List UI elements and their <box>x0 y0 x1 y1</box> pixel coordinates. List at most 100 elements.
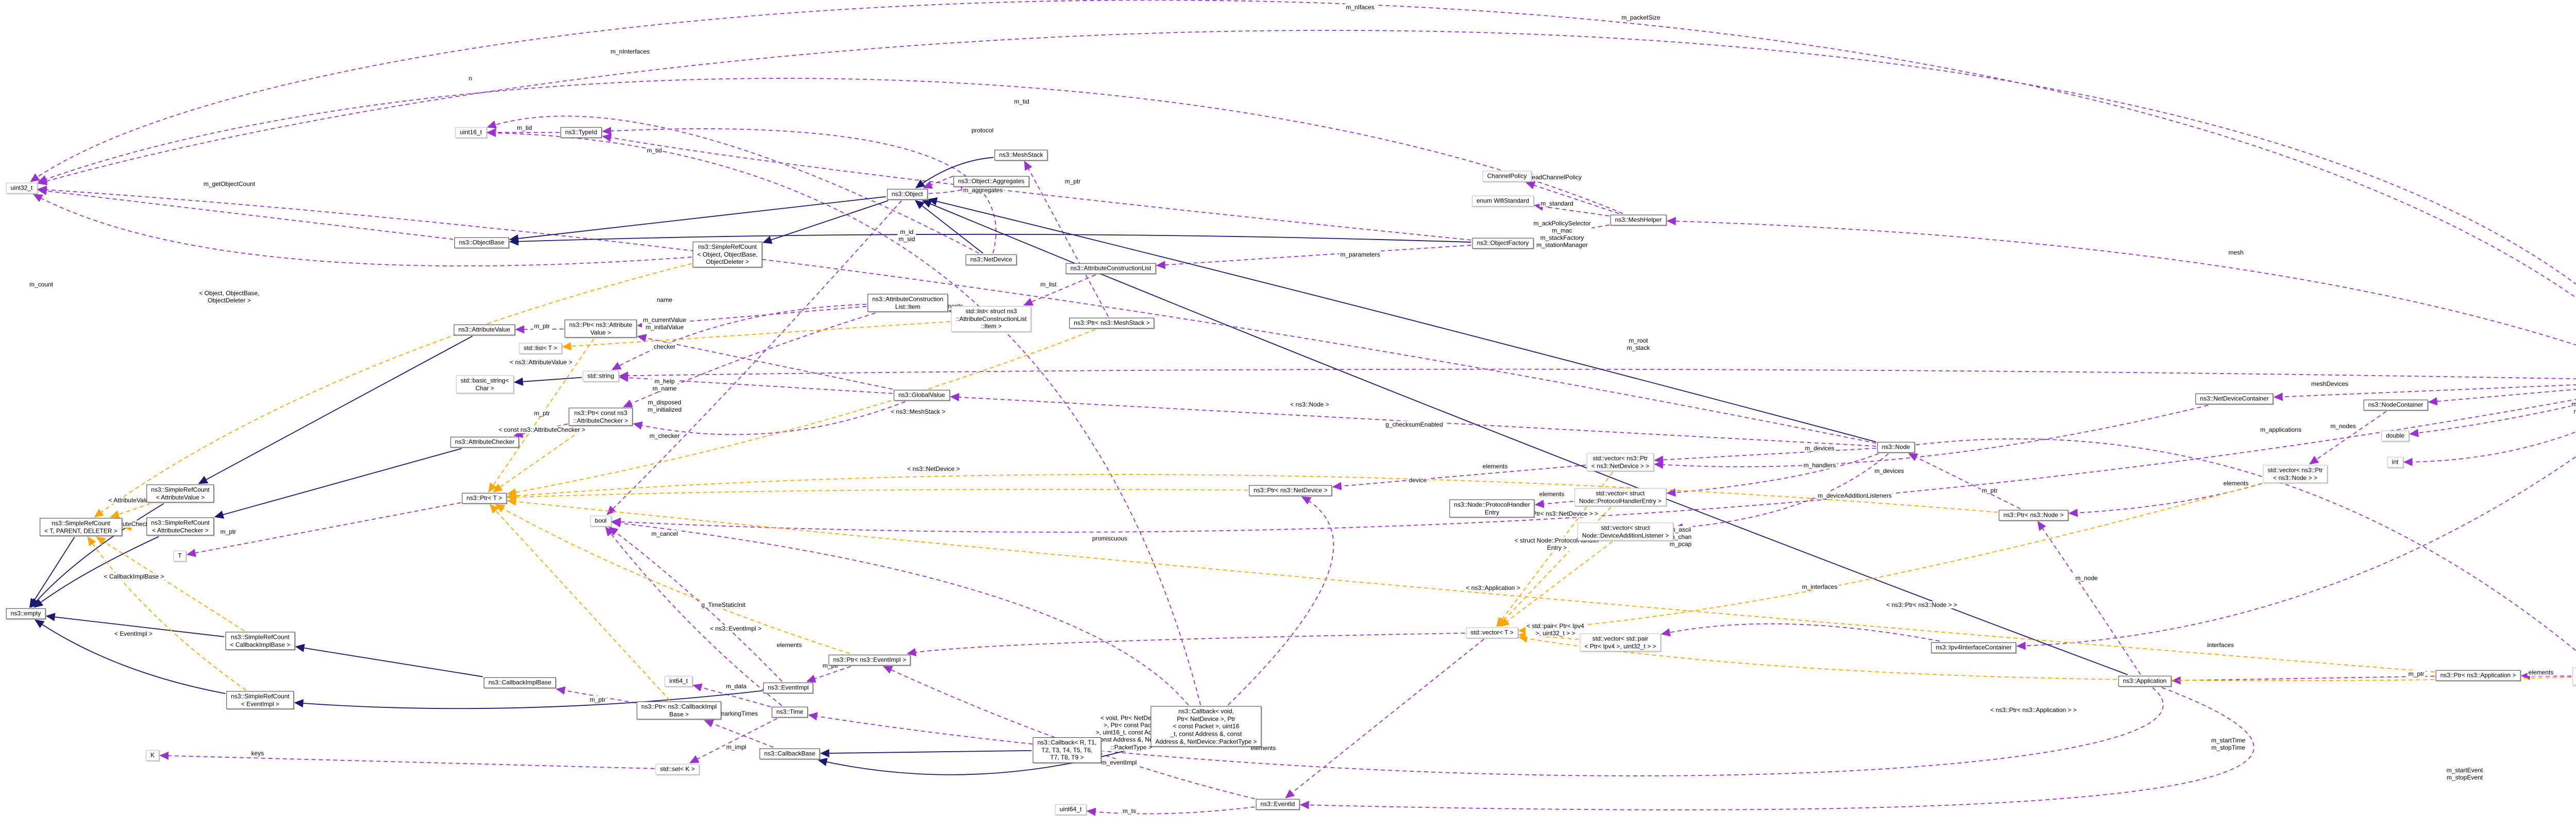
class-node-callback-impl-base[interactable]: ns3::CallbackImplBase <box>483 677 556 688</box>
class-node-simplerefcount-callbackimplbase[interactable]: ns3::SimpleRefCount < CallbackImplBase > <box>225 632 295 650</box>
class-node-net-device[interactable]: ns3::NetDevice <box>965 254 1017 265</box>
class-node-callback-base[interactable]: ns3::CallbackBase <box>759 748 820 759</box>
class-node-list-t[interactable]: std::list< T > <box>519 343 562 354</box>
edge-label-simplerefcount-attribute-value-simplerefcount-generic: < AttributeValue > <box>107 496 159 504</box>
class-node-uint16-t[interactable]: uint16_t <box>455 127 487 138</box>
class-node-object-aggregates[interactable]: ns3::Object::Aggregates <box>953 176 1029 187</box>
class-node-wifi-standard[interactable]: enum WifiStandard <box>1471 195 1534 207</box>
edge-ptr-node-ptr-t <box>506 474 1998 513</box>
edge-net-device-container-vector-ptr-net-device <box>1654 404 2209 469</box>
class-node-ptr-net-device[interactable]: ns3::Ptr< ns3::NetDevice > <box>1249 485 1332 496</box>
class-node-object-factory[interactable]: ns3::ObjectFactory <box>1472 238 1534 249</box>
class-node-simplerefcount-attribute-checker[interactable]: ns3::SimpleRefCount < AttributeChecker > <box>146 517 214 536</box>
class-node-vector-ptr-net-device[interactable]: std::vector< ns3::Ptr < ns3::NetDevice >… <box>1586 453 1654 471</box>
class-node-acl-item[interactable]: ns3::AttributeConstruction List::Item <box>867 294 948 312</box>
class-node-object[interactable]: ns3::Object <box>887 189 928 200</box>
class-node-protocol-handler-entry[interactable]: ns3::Node::ProtocolHandler Entry <box>1449 499 1535 518</box>
edge-node-container-vector-ptr-node <box>2309 411 2387 465</box>
class-node-vector-device-addition-listener[interactable]: std::vector< struct Node::DeviceAddition… <box>1577 522 1674 541</box>
class-node-simplerefcount-eventimpl[interactable]: ns3::SimpleRefCount < EventImpl > <box>226 691 294 709</box>
class-node-object-base[interactable]: ns3::ObjectBase <box>454 237 510 248</box>
class-node-list-acl-item[interactable]: std::list< struct ns3 ::AttributeConstru… <box>951 306 1031 332</box>
class-node-mesh-stack[interactable]: ns3::MeshStack <box>994 149 1048 161</box>
edge-label-vector-ptr-node-vector-t: < ns3::Ptr< ns3::Node > > <box>1885 601 1958 609</box>
class-node-time[interactable]: ns3::Time <box>771 706 808 718</box>
edge-label-ptr-net-device-ptr-t: < ns3::NetDevice > <box>906 465 961 473</box>
edge-label-global-value-ptr-attribute-value: m_currentValue m_initialValue <box>642 316 687 331</box>
class-node-net-device-container[interactable]: ns3::NetDeviceContainer <box>2195 393 2274 404</box>
class-node-uint64-t[interactable]: uint64_t <box>1055 804 1087 815</box>
edge-simplerefcount-generic-empty <box>29 537 75 608</box>
class-node-vector-pair-ipv4[interactable]: std::vector< std::pair < Ptr< Ipv4 >, ui… <box>1580 633 1661 652</box>
class-node-ptr-mesh-stack[interactable]: ns3::Ptr< ns3::MeshStack > <box>1069 317 1155 329</box>
class-node-attribute-value[interactable]: ns3::AttributeValue <box>453 324 515 335</box>
class-node-ptr-const-attribute-checker[interactable]: ns3::Ptr< const ns3 ::AttributeChecker > <box>568 408 633 426</box>
class-node-vector-ptr-application[interactable]: std::vector< ns3::Ptr < ns3::Application… <box>2572 667 2576 686</box>
edge-mesh-helper-wifi-standard <box>1534 202 1609 216</box>
edge-vector-protocol-handler-entry-vector-t <box>1497 506 1612 627</box>
edge-label-vector-t-ptr-event-impl: elements <box>775 641 803 649</box>
class-node-callback-generic[interactable]: ns3::Callback< R, T1, T2, T3, T4, T5, T6… <box>1032 737 1101 763</box>
class-node-int[interactable]: int <box>2387 456 2403 468</box>
class-node-simplerefcount-attribute-value[interactable]: ns3::SimpleRefCount < AttributeValue > <box>146 484 214 503</box>
edge-label-mesh-test-net-device-container: meshDevices <box>2310 380 2350 388</box>
class-node-uint32-t[interactable]: uint32_t <box>6 182 38 194</box>
class-node-typeid[interactable]: ns3::TypeId <box>560 127 602 138</box>
class-node-event-impl[interactable]: ns3::EventImpl <box>763 682 814 693</box>
class-node-double[interactable]: double <box>2381 430 2410 442</box>
edge-label-ipv4-interface-container-vector-pair-ipv4: m_interfaces <box>1801 583 1839 591</box>
edge-label-global-value-ptr-const-attribute-checker: m_checker <box>648 432 681 440</box>
class-node-empty[interactable]: ns3::empty <box>6 608 46 619</box>
edge-net-device-object <box>914 200 984 254</box>
edge-label-ptr-node-node: m_ptr <box>1980 486 1999 495</box>
edge-ptr-callback-impl-base-callback-impl-base <box>555 686 636 704</box>
class-node-ipv4-interface-container[interactable]: ns3::Ipv4InterfaceContainer <box>1931 642 2016 653</box>
class-node-global-value[interactable]: ns3::GlobalValue <box>893 389 950 401</box>
edge-event-id-ptr-event-impl <box>883 666 1255 800</box>
edge-label-attribute-construction-list-list-acl-item: m_list <box>1039 280 1058 289</box>
class-node-vector-ptr-node[interactable]: std::vector< ns3::Ptr < ns3::Node > > <box>2263 465 2328 483</box>
edge-vector-t-event-id <box>1285 638 1484 799</box>
class-node-callback-void[interactable]: ns3::Callback< void, Ptr< NetDevice >, P… <box>1150 706 1262 747</box>
edge-label-ptr-attribute-value-attribute-value: m_ptr <box>533 322 551 330</box>
edge-label-callback-void-ptr-net-device: device <box>1408 476 1428 484</box>
edge-label-vector-ptr-application-ptr-application: elements <box>2527 668 2555 676</box>
edge-simplerefcount-eventimpl-simplerefcount-generic <box>87 536 246 691</box>
class-node-ptr-t[interactable]: ns3::Ptr< T > <box>462 493 507 504</box>
class-node-ptr-callback-impl-base[interactable]: ns3::Ptr< ns3::CallbackImpl Base > <box>636 701 722 720</box>
class-node-attribute-construction-list[interactable]: ns3::AttributeConstructionList <box>1065 263 1156 274</box>
class-node-ptr-attribute-value[interactable]: ns3::Ptr< ns3::Attribute Value > <box>564 319 637 338</box>
edge-ptr-attribute-value-ptr-t <box>488 338 595 493</box>
class-node-std-string[interactable]: std::string <box>582 370 619 382</box>
class-node-ptr-event-impl[interactable]: ns3::Ptr< ns3::EventImpl > <box>828 654 911 666</box>
class-node-set-k[interactable]: std::set< K > <box>655 764 700 775</box>
class-node-vector-protocol-handler-entry[interactable]: std::vector< struct Node::ProtocolHandle… <box>1574 488 1666 506</box>
edge-set-k-k <box>159 751 655 769</box>
class-node-node-container[interactable]: ns3::NodeContainer <box>2363 399 2428 411</box>
class-node-ptr-application[interactable]: ns3::Ptr< ns3::Application > <box>2435 670 2521 681</box>
class-node-basic-string[interactable]: std::basic_string< Char > <box>456 375 514 394</box>
class-node-node[interactable]: ns3::Node <box>1877 442 1915 453</box>
class-node-simplerefcount-object[interactable]: ns3::SimpleRefCount < Object, ObjectBase… <box>692 242 762 267</box>
class-node-attribute-checker[interactable]: ns3::AttributeChecker <box>450 436 519 448</box>
class-node-application[interactable]: ns3::Application <box>2118 675 2172 687</box>
edge-ptr-event-impl-event-impl <box>806 666 851 683</box>
edge-mesh-test-net-device-container <box>2273 384 2576 401</box>
edge-label-mesh-helper-uint32-t: m_nInterfaces <box>609 47 651 56</box>
class-node-vector-t[interactable]: std::vector< T > <box>1466 627 1518 638</box>
class-node-t[interactable]: T <box>173 550 187 562</box>
class-node-bool[interactable]: bool <box>590 515 612 527</box>
edge-event-impl-bool <box>608 527 783 682</box>
class-node-simplerefcount-generic[interactable]: ns3::SimpleRefCount < T, PARENT, DELETER… <box>40 518 122 536</box>
edge-label-mesh-helper-object-factory: m_ackPolicySelector m_mac m_stackFactory… <box>1532 219 1592 249</box>
class-node-int64-t[interactable]: int64_t <box>664 675 693 687</box>
class-node-mesh-helper[interactable]: ns3::MeshHelper <box>1610 214 1667 226</box>
class-node-k[interactable]: K <box>145 750 160 761</box>
class-node-event-id[interactable]: ns3::EventId <box>1256 799 1300 810</box>
class-node-channel-policy[interactable]: ChannelPolicy <box>1482 171 1532 182</box>
edge-label-node-vector-device-addition-listener: m_deviceAdditionListeners <box>1817 492 1893 500</box>
class-node-ptr-node[interactable]: ns3::Ptr< ns3::Node > <box>1998 510 2069 521</box>
edge-mesh-test-uint32-t <box>37 30 2576 285</box>
edge-paths <box>29 0 2576 816</box>
